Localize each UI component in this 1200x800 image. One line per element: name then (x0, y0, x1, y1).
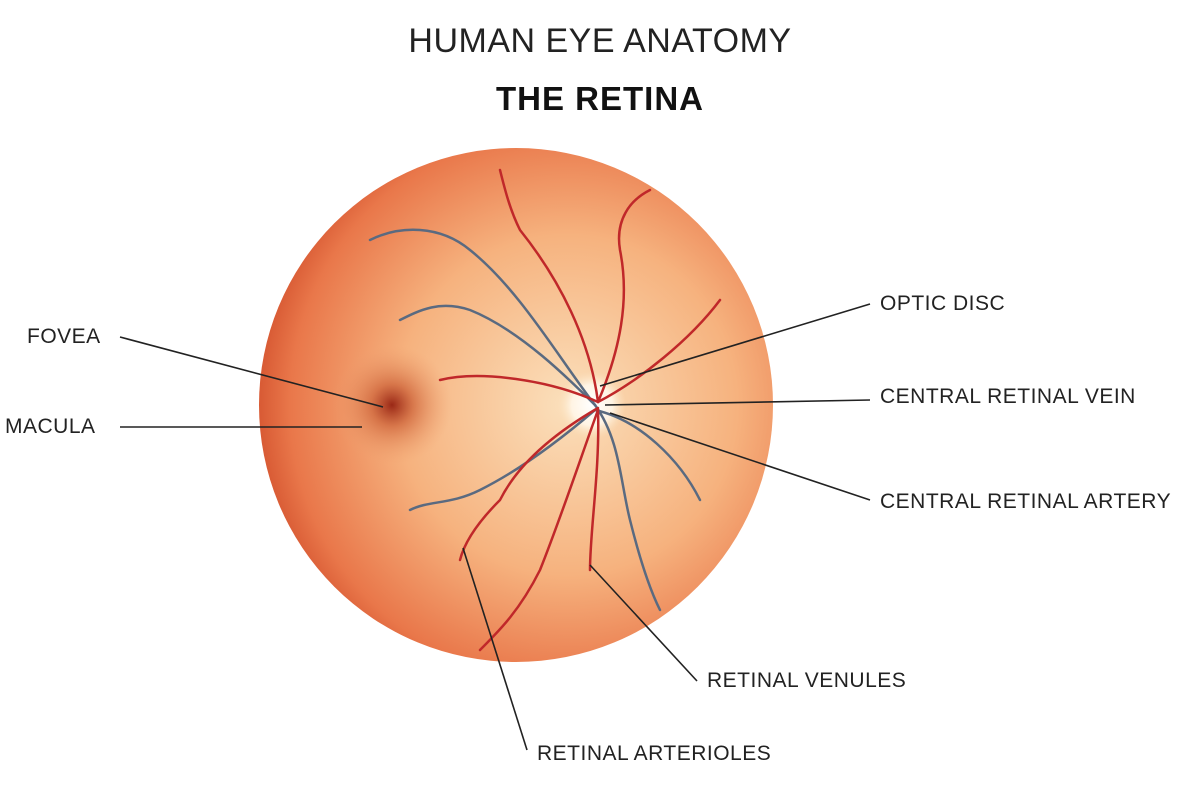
macula-region (332, 345, 452, 465)
label-macula: MACULA (5, 415, 96, 438)
leader-lines (119, 303, 871, 751)
diagram-title: HUMAN EYE ANATOMY (408, 22, 792, 60)
retinal-arteries (438, 168, 722, 652)
retinal-veins (368, 228, 702, 612)
retina-disc (259, 148, 773, 662)
label-fovea: FOVEA (27, 325, 101, 348)
label-retinal-venules: RETINAL VENULES (707, 669, 907, 692)
label-central-retinal-artery: CENTRAL RETINAL ARTERY (880, 490, 1172, 513)
label-optic-disc: OPTIC DISC (880, 292, 1006, 315)
label-retinal-arterioles: RETINAL ARTERIOLES (537, 742, 772, 765)
diagram-subtitle: THE RETINA (496, 80, 704, 117)
label-central-retinal-vein: CENTRAL RETINAL VEIN (880, 385, 1136, 408)
